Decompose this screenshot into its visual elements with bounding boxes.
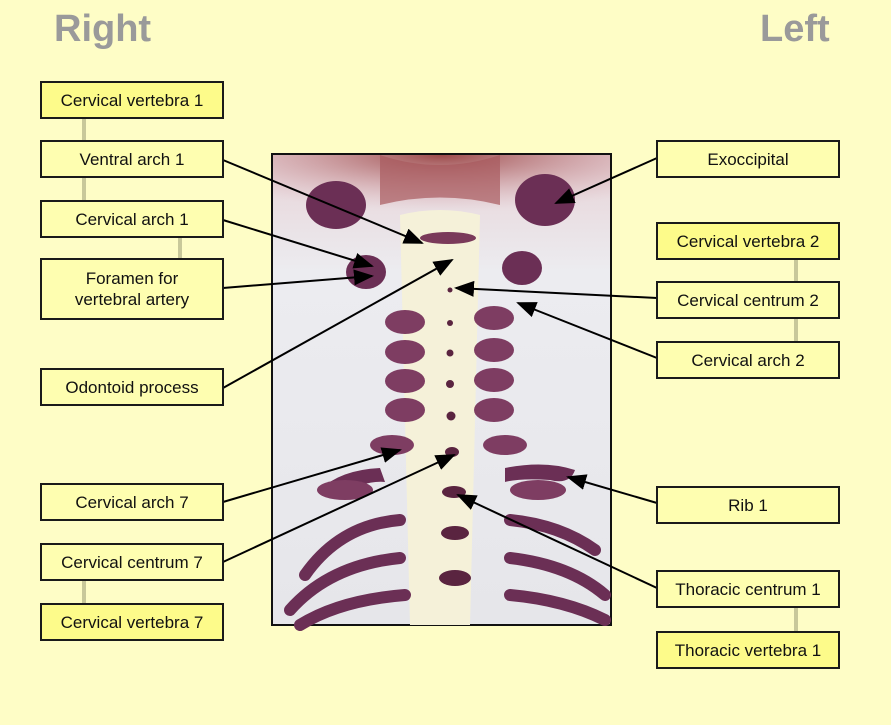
label-thoracic-centrum-1: Thoracic centrum 1 <box>656 570 840 608</box>
label-ventral-arch-1: Ventral arch 1 <box>40 140 224 178</box>
label-cervical-arch-1: Cervical arch 1 <box>40 200 224 238</box>
exoccipital-right <box>306 181 366 229</box>
ventral-arch-1-shape <box>420 232 476 244</box>
label-rib-1: Rib 1 <box>656 486 840 524</box>
label-cervical-vertebra-2: Cervical vertebra 2 <box>656 222 840 260</box>
label-cervical-vertebra-7: Cervical vertebra 7 <box>40 603 224 641</box>
label-cervical-centrum-2: Cervical centrum 2 <box>656 281 840 319</box>
label-thoracic-vertebra-1: Thoracic vertebra 1 <box>656 631 840 669</box>
label-cervical-arch-2: Cervical arch 2 <box>656 341 840 379</box>
label-foramen-vertebral-artery: Foramen for vertebral artery <box>40 258 224 320</box>
heading-right: Right <box>54 8 152 50</box>
heading-left: Left <box>760 8 830 50</box>
label-cervical-vertebra-1: Cervical vertebra 1 <box>40 81 224 119</box>
label-cervical-centrum-7: Cervical centrum 7 <box>40 543 224 581</box>
exoccipital-left <box>515 174 575 226</box>
label-odontoid-process: Odontoid process <box>40 368 224 406</box>
label-exoccipital: Exoccipital <box>656 140 840 178</box>
label-cervical-arch-7: Cervical arch 7 <box>40 483 224 521</box>
